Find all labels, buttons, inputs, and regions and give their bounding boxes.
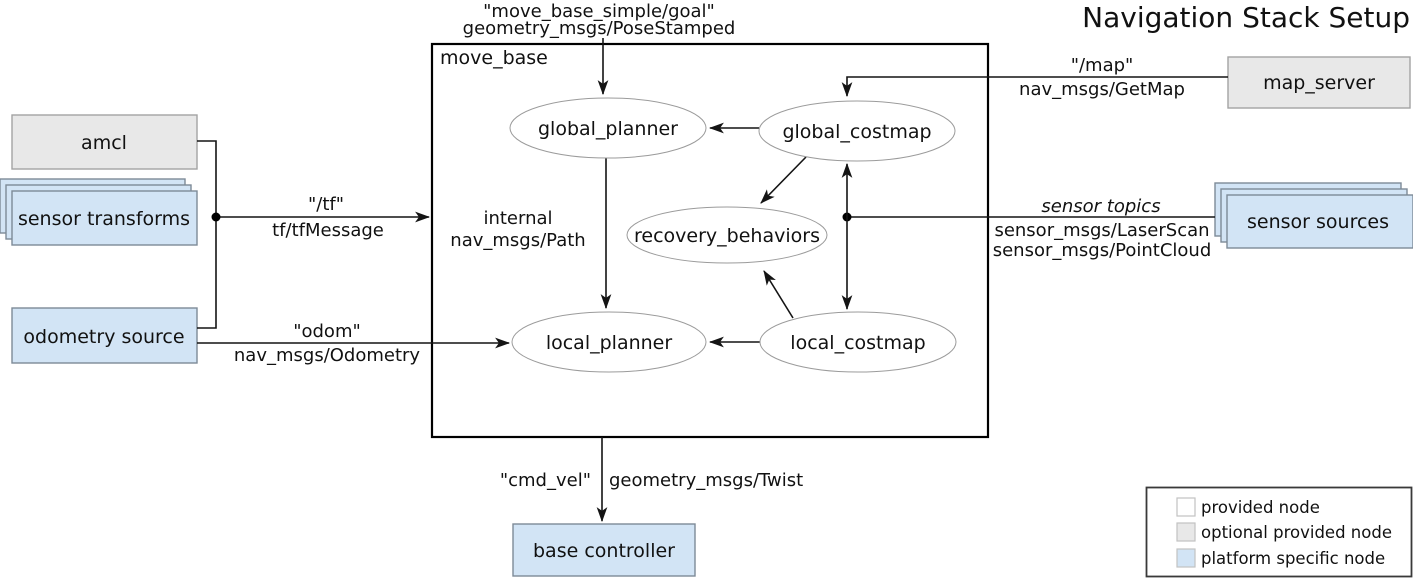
cmd-vel-msgtype-label: geometry_msgs/Twist — [609, 470, 803, 491]
recovery-behaviors-label: recovery_behaviors — [634, 225, 820, 247]
edge-move-base-simple-goal: "move_base_simple/goal" geometry_msgs/Po… — [463, 1, 736, 96]
node-amcl: amcl — [11, 114, 198, 170]
node-sensor-sources: sensor sources — [1214, 182, 1413, 249]
node-recovery-behaviors: recovery_behaviors — [626, 206, 828, 264]
sensor-topics-label: sensor topics — [1041, 196, 1160, 217]
move-base-container-label: move_base — [440, 47, 548, 69]
edge-amcl-odometry-bracket — [197, 140, 217, 329]
legend-swatch-platform — [1176, 548, 1196, 568]
edge-map: "/map" nav_msgs/GetMap — [841, 55, 1228, 100]
tf-junction-dot — [211, 212, 221, 222]
sensor-transforms-label: sensor transforms — [18, 208, 190, 230]
edge-tf: "/tf" tf/tfMessage — [211, 194, 431, 241]
node-base-controller: base controller — [512, 523, 696, 577]
legend-swatch-provided — [1176, 497, 1196, 517]
map-msgtype-label: nav_msgs/GetMap — [1019, 79, 1185, 100]
legend-label-platform: platform specific node — [1201, 549, 1385, 568]
internal-msgtype-label: nav_msgs/Path — [450, 230, 585, 251]
sensor-msgtype2-label: sensor_msgs/PointCloud — [993, 240, 1212, 261]
legend-label-provided: provided node — [1201, 498, 1320, 517]
goal-topic-label: "move_base_simple/goal" — [483, 1, 715, 22]
odom-msgtype-label: nav_msgs/Odometry — [234, 345, 421, 366]
map-server-label: map_server — [1263, 72, 1375, 94]
edge-cmd-vel: "cmd_vel" geometry_msgs/Twist — [500, 437, 803, 523]
node-odometry-source: odometry source — [11, 307, 198, 364]
odom-topic-label: "odom" — [293, 321, 361, 342]
map-topic-label: "/map" — [1071, 55, 1134, 76]
base-controller-label: base controller — [533, 540, 675, 562]
node-sensor-transforms: sensor transforms — [0, 178, 198, 246]
global-costmap-label: global_costmap — [782, 121, 931, 143]
internal-label: internal — [483, 208, 552, 229]
node-map-server: map_server — [1227, 56, 1411, 109]
legend-swatch-optional — [1176, 522, 1196, 542]
edge-sensor-topics: sensor topics sensor_msgs/LaserScan sens… — [842, 196, 1215, 261]
amcl-label: amcl — [81, 132, 127, 154]
move-base-container — [430, 42, 990, 439]
legend: provided node optional provided node pla… — [1145, 486, 1413, 578]
cmd-vel-topic-label: "cmd_vel" — [500, 470, 591, 491]
sensor-msgtype1-label: sensor_msgs/LaserScan — [994, 220, 1209, 241]
odometry-source-label: odometry source — [23, 326, 184, 348]
legend-label-optional: optional provided node — [1201, 523, 1392, 542]
node-global-planner: global_planner — [509, 97, 707, 159]
edge-local-costmap-to-recovery — [763, 270, 794, 319]
sensor-sources-label: sensor sources — [1247, 211, 1389, 233]
global-planner-label: global_planner — [538, 118, 678, 140]
tf-topic-label: "/tf" — [308, 194, 344, 215]
edge-internal-path: internal nav_msgs/Path — [450, 158, 612, 310]
goal-msgtype-label: geometry_msgs/PoseStamped — [463, 18, 736, 39]
node-global-costmap: global_costmap — [758, 100, 956, 162]
diagram-title: Navigation Stack Setup — [1082, 1, 1410, 34]
edge-odom: "odom" nav_msgs/Odometry — [197, 321, 511, 366]
node-local-costmap: local_costmap — [759, 311, 957, 373]
edge-global-costmap-to-recovery — [760, 156, 807, 204]
local-planner-label: local_planner — [546, 332, 673, 354]
node-local-planner: local_planner — [511, 311, 707, 373]
local-costmap-label: local_costmap — [790, 332, 925, 354]
tf-msgtype-label: tf/tfMessage — [272, 220, 384, 241]
